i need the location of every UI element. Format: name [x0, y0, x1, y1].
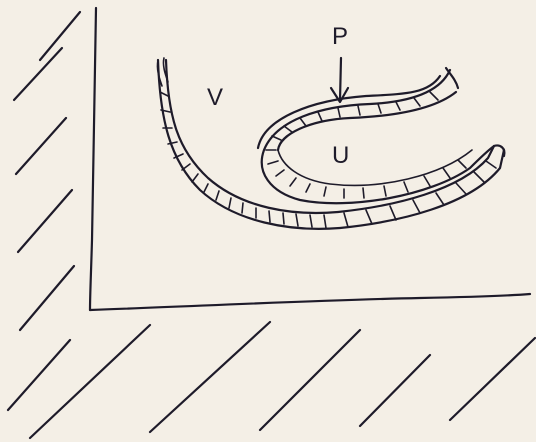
inner-band — [258, 68, 494, 203]
label-v: V — [207, 86, 224, 110]
outer-band-hatching — [160, 92, 496, 228]
label-u: U — [332, 144, 350, 168]
label-p: P — [332, 25, 349, 49]
inner-band-hatching — [266, 92, 466, 198]
floor-hatching — [8, 322, 535, 438]
arrow-p — [331, 58, 348, 102]
floor-line — [90, 294, 530, 310]
wall-line — [90, 8, 96, 310]
wall-hatching — [14, 12, 80, 330]
